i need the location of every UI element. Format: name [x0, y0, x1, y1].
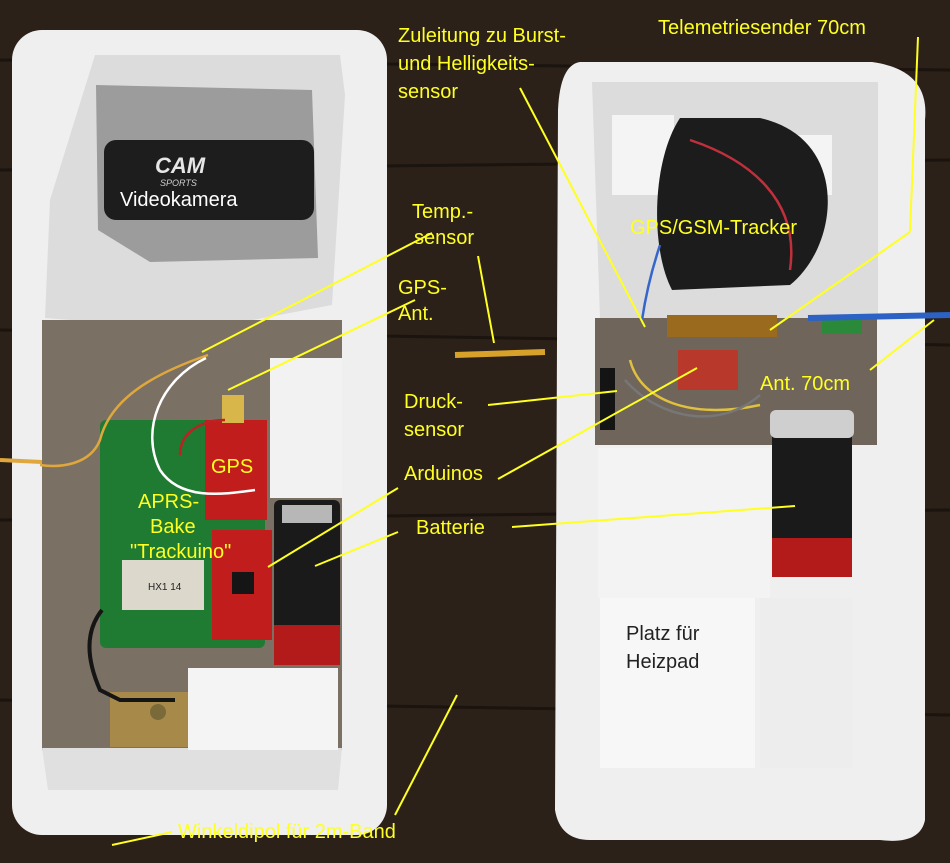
- video-camera: CAM SPORTS: [104, 140, 314, 220]
- label-ant-70cm: Ant. 70cm: [760, 373, 851, 395]
- right-foam-box: [555, 62, 926, 841]
- label-druck-line1: Druck-: [404, 391, 463, 413]
- label-gps-ant-line2: Ant.: [398, 303, 434, 325]
- dipole-mount: [87, 608, 188, 747]
- antenna-70cm: [807, 312, 950, 321]
- gps-board: [205, 420, 267, 520]
- connector-cable: [454, 349, 546, 358]
- label-temp-sensor-line2: sensor: [414, 227, 475, 249]
- label-zuleitung-line1: Zuleitung zu Burst-: [398, 25, 566, 47]
- telemetry-transmitter: [822, 316, 862, 334]
- gps-antenna-connector: [222, 395, 244, 423]
- label-gps-gsm-tracker: GPS/GSM-Tracker: [630, 217, 798, 239]
- label-arduinos: Arduinos: [404, 463, 483, 485]
- label-aprs-line2: Bake: [150, 516, 196, 538]
- label-batterie: Batterie: [416, 517, 485, 539]
- label-gps-ant-line1: GPS-: [398, 277, 447, 299]
- pointer-lines: [111, 36, 935, 846]
- wires-left-dipole: [0, 458, 43, 464]
- radio-module-label: HX1 14: [148, 582, 182, 593]
- battery-left: [274, 500, 340, 665]
- label-platz-line1: Platz für: [626, 623, 700, 645]
- label-zuleitung-line3: sensor: [398, 81, 459, 103]
- wires-right: [624, 138, 793, 418]
- arduino-right: [678, 350, 738, 390]
- cam-logo: CAM: [155, 153, 206, 178]
- cam-logo-sub: SPORTS: [160, 178, 197, 188]
- label-telemetriesender: Telemetriesender 70cm: [658, 17, 866, 39]
- gps-gsm-tracker: [657, 118, 828, 290]
- label-druck-line2: sensor: [404, 419, 465, 441]
- label-aprs-line1: APRS-: [138, 491, 200, 513]
- pressure-sensor: [600, 368, 615, 430]
- label-aprs-line3: "Trackuino": [130, 541, 232, 563]
- arduino-right-strip: [667, 315, 777, 337]
- label-winkeldipol: Winkeldipol für 2m-Band: [178, 821, 396, 843]
- label-zuleitung-line2: und Helligkeits-: [398, 53, 535, 75]
- battery-right: [770, 410, 854, 577]
- label-gps: GPS: [211, 456, 254, 478]
- label-temp-sensor-line1: Temp.-: [412, 201, 474, 223]
- wires-left: [39, 353, 256, 496]
- radio-module: [122, 560, 204, 610]
- label-platz-line2: Heizpad: [626, 651, 700, 673]
- label-videokamera: Videokamera: [120, 189, 238, 211]
